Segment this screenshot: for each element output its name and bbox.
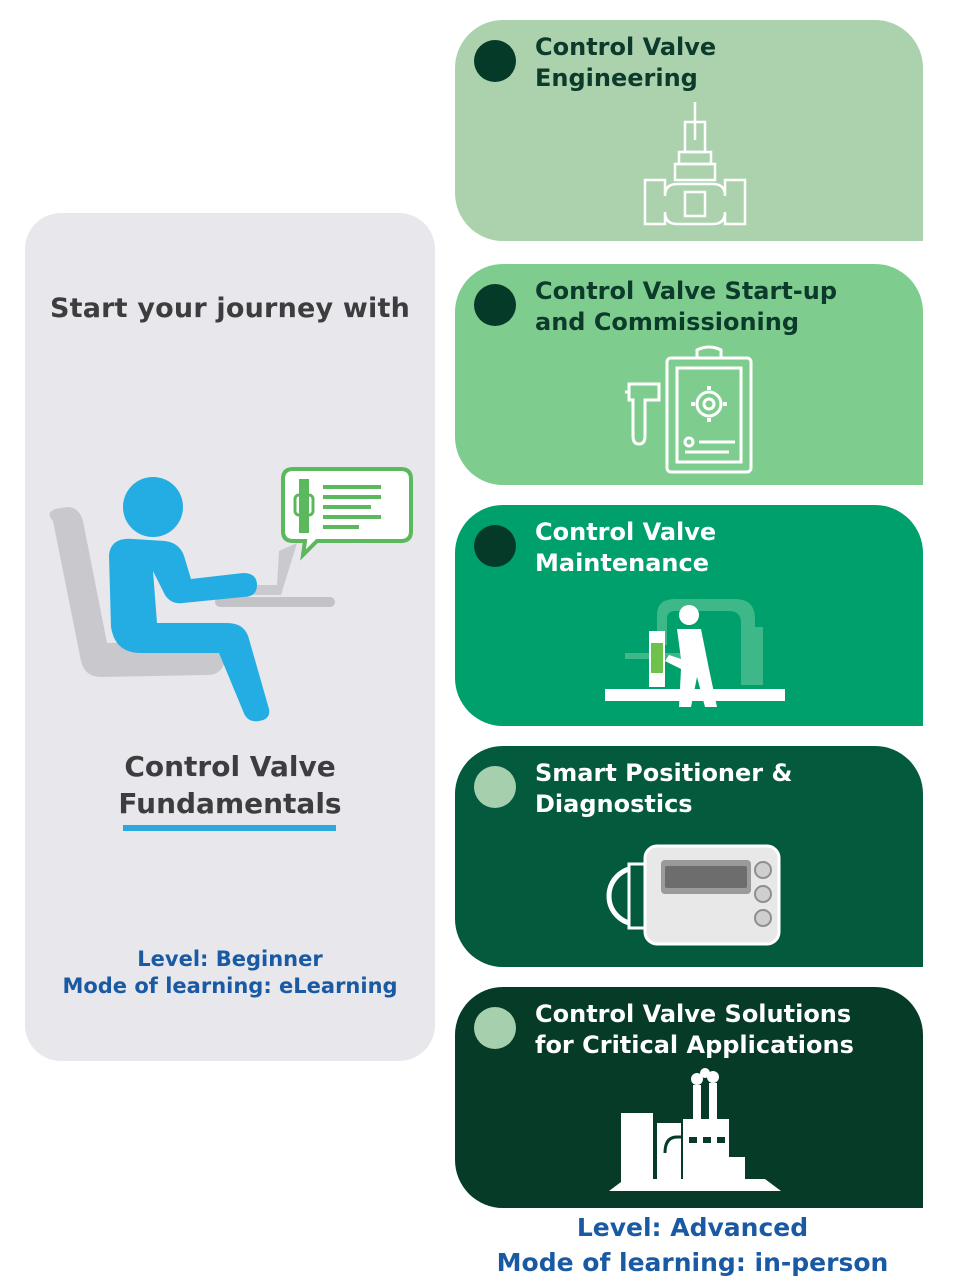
card-title: Control Valve Engineering (535, 33, 717, 92)
card-title: Control Valve Maintenance (535, 518, 717, 577)
level-beginner: Level: Beginner (137, 947, 323, 971)
card-title: Smart Positioner & Diagnostics (535, 759, 793, 818)
course-card-maintenance: Control Valve Maintenance (455, 505, 923, 726)
journey-heading: Start your journey with (49, 293, 411, 324)
card-dot (474, 1007, 516, 1049)
mode-in-person: Mode of learning: in-person (496, 1248, 889, 1277)
level-advanced: Level: Advanced (576, 1213, 809, 1242)
card-title: Control Valve Start-up and Commissioning (535, 277, 838, 336)
beginner-meta: Level: Beginner Mode of learning: eLearn… (25, 946, 435, 1000)
title-underline (123, 825, 336, 831)
card-dot (474, 525, 516, 567)
advanced-meta: Level: Advanced Mode of learning: in-per… (455, 1210, 930, 1280)
fundamentals-title: Control Valve Fundamentals (118, 750, 342, 820)
positioner-icon (606, 844, 781, 946)
course-card-startup-commissioning: Control Valve Start-up and Commissioning (455, 264, 923, 485)
card-title: Control Valve Solutions for Critical App… (535, 1000, 854, 1059)
control-valve-icon (643, 102, 747, 226)
card-dot (474, 284, 516, 326)
clipboard-gear-icon (625, 345, 753, 474)
technician-valve-icon (605, 599, 785, 707)
fundamentals-panel: Start your journey with Control Valve Fu… (25, 213, 435, 1061)
course-card-smart-positioner: Smart Positioner & Diagnostics (455, 746, 923, 967)
card-dot (474, 766, 516, 808)
elearning-learner-icon (49, 467, 413, 722)
course-card-critical-applications: Control Valve Solutions for Critical App… (455, 987, 923, 1208)
card-dot (474, 40, 516, 82)
course-card-engineering: Control Valve Engineering (455, 20, 923, 241)
industrial-plant-icon (609, 1068, 781, 1191)
mode-elearning: Mode of learning: eLearning (62, 974, 398, 998)
